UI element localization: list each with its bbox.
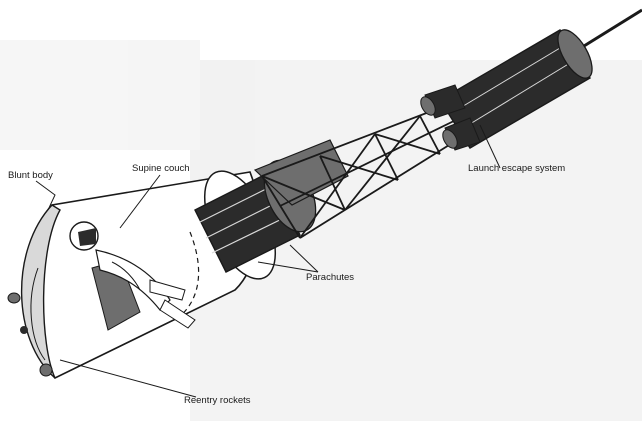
label-reentry-rockets: Reentry rockets [184, 395, 251, 406]
leader-launch-escape [479, 124, 501, 169]
leader-blunt-body [35, 180, 56, 211]
escape-tower-truss [261, 103, 471, 239]
label-supine-couch: Supine couch [132, 163, 190, 174]
leader-lines [35, 124, 501, 398]
leader-parachutes-2 [257, 261, 319, 273]
leader-reentry-rockets [59, 359, 197, 398]
label-launch-escape-system: Launch escape system [468, 163, 566, 174]
label-blunt-body: Blunt body [8, 170, 53, 181]
parachute-canister [194, 139, 349, 273]
leader-supine-couch [119, 174, 161, 229]
leader-parachutes [289, 244, 319, 273]
escape-rocket [420, 8, 642, 151]
astronaut-figure [69, 221, 196, 331]
label-parachutes: Parachutes [306, 272, 355, 283]
